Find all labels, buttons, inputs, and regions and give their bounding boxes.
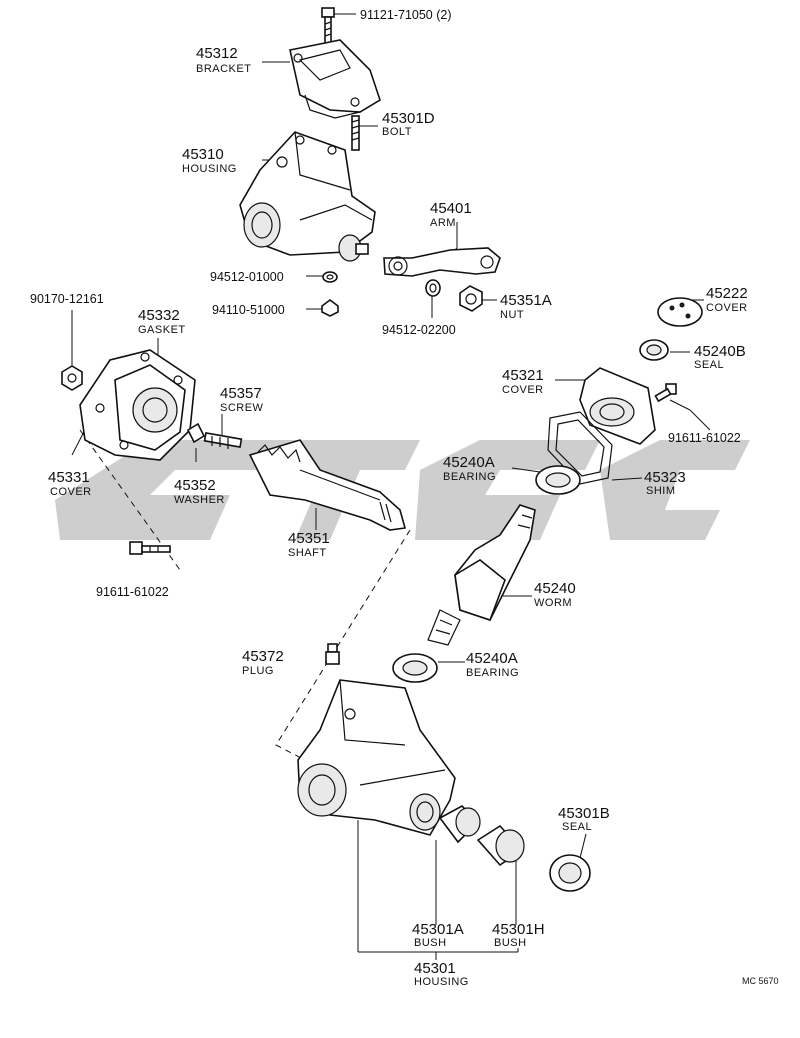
bush-45301a-shape	[438, 805, 481, 844]
label-45332-number: 45332	[138, 307, 180, 324]
label-91121-number: 91121-71050 (2)	[360, 8, 452, 22]
label-45331-name: COVER	[50, 486, 92, 498]
sector-shaft-shape	[248, 439, 407, 531]
cover-45222-shape	[657, 297, 703, 327]
label-45321-number: 45321	[502, 367, 544, 384]
label-45301a-name: BUSH	[414, 937, 447, 949]
label-45301-number: 45301	[414, 960, 456, 977]
label-45372-number: 45372	[242, 648, 284, 665]
washer-45352-shape	[186, 422, 206, 444]
label-45312-name: BRACKET	[196, 63, 251, 75]
shim-45323-shape	[547, 411, 613, 485]
label-45351-name: SHAFT	[288, 547, 327, 559]
arm-shape	[383, 247, 501, 277]
label-45310-name: HOUSING	[182, 163, 237, 175]
label-45352-name: WASHER	[174, 494, 225, 506]
housing-upper-shape	[239, 131, 376, 262]
bearing-lower-shape	[392, 653, 438, 683]
label-45301b-number: 45301B	[558, 805, 610, 822]
label-94110-number: 94110-51000	[212, 303, 285, 317]
label-94512-01000-number: 94512-01000	[210, 270, 284, 284]
bolt-91611-left-shape	[129, 541, 171, 555]
bolt-45301d-shape	[351, 115, 360, 151]
label-45222-name: COVER	[706, 302, 748, 314]
label-45310-number: 45310	[182, 146, 224, 163]
worm-shape	[427, 504, 536, 646]
label-45301d-name: BOLT	[382, 126, 412, 138]
small-hardware-shapes	[321, 271, 483, 317]
label-45240a-upper-name: BEARING	[443, 471, 496, 483]
watermark-logo	[55, 440, 750, 540]
label-45351a-name: NUT	[500, 309, 524, 321]
label-45351-number: 45351	[288, 530, 330, 547]
cover-45321-shape	[579, 367, 656, 445]
label-45321-name: COVER	[502, 384, 544, 396]
label-45301d-number: 45301D	[382, 110, 435, 127]
label-45240b-number: 45240B	[694, 343, 746, 360]
label-45352-number: 45352	[174, 477, 216, 494]
label-45351a-number: 45351A	[500, 292, 552, 309]
label-94512-02200-number: 94512-02200	[382, 323, 456, 337]
label-45301b-name: SEAL	[562, 821, 592, 833]
label-45240a-lower-number: 45240A	[466, 650, 518, 667]
label-45301h-number: 45301H	[492, 921, 545, 938]
label-91611-right-number: 91611-61022	[668, 431, 741, 445]
bracket-shape	[289, 39, 381, 119]
bolt-91121-shape	[321, 7, 335, 46]
label-45401-number: 45401	[430, 200, 472, 217]
label-45332-name: GASKET	[138, 324, 186, 336]
label-45240a-upper-number: 45240A	[443, 454, 495, 471]
label-91611-left-number: 91611-61022	[96, 585, 169, 599]
bolt-91611-right-shape	[654, 383, 677, 403]
housing-lower-shape	[297, 679, 456, 836]
label-45222-number: 45222	[706, 285, 748, 302]
label-45401-name: ARM	[430, 217, 456, 229]
side-cover-shape	[79, 349, 196, 461]
label-45312-number: 45312	[196, 45, 238, 62]
bush-45301h-shape	[476, 824, 525, 867]
label-45240a-lower-name: BEARING	[466, 667, 519, 679]
label-45331-number: 45331	[48, 469, 90, 486]
bearing-upper-shape	[535, 465, 581, 495]
part-labels: 91121-71050 (2) 45312 BRACKET 45301D BOL…	[30, 8, 779, 988]
label-90170-number: 90170-12161	[30, 292, 104, 306]
drawing-code: MC 5670	[742, 976, 779, 986]
plug-shape	[325, 643, 340, 665]
label-45301-name: HOUSING	[414, 976, 469, 988]
label-45357-name: SCREW	[220, 402, 264, 414]
label-45357-number: 45357	[220, 385, 262, 402]
label-45323-name: SHIM	[646, 485, 676, 497]
label-45240-number: 45240	[534, 580, 576, 597]
label-45372-name: PLUG	[242, 665, 274, 677]
label-45301a-number: 45301A	[412, 921, 464, 938]
label-45323-number: 45323	[644, 469, 686, 486]
screw-45357-shape	[203, 432, 243, 449]
nut-90170-shape	[61, 365, 83, 391]
seal-45240b-shape	[639, 339, 669, 361]
label-45240-name: WORM	[534, 597, 572, 609]
label-45240b-name: SEAL	[694, 359, 724, 371]
seal-45301b-shape	[549, 854, 591, 892]
label-45301h-name: BUSH	[494, 937, 527, 949]
